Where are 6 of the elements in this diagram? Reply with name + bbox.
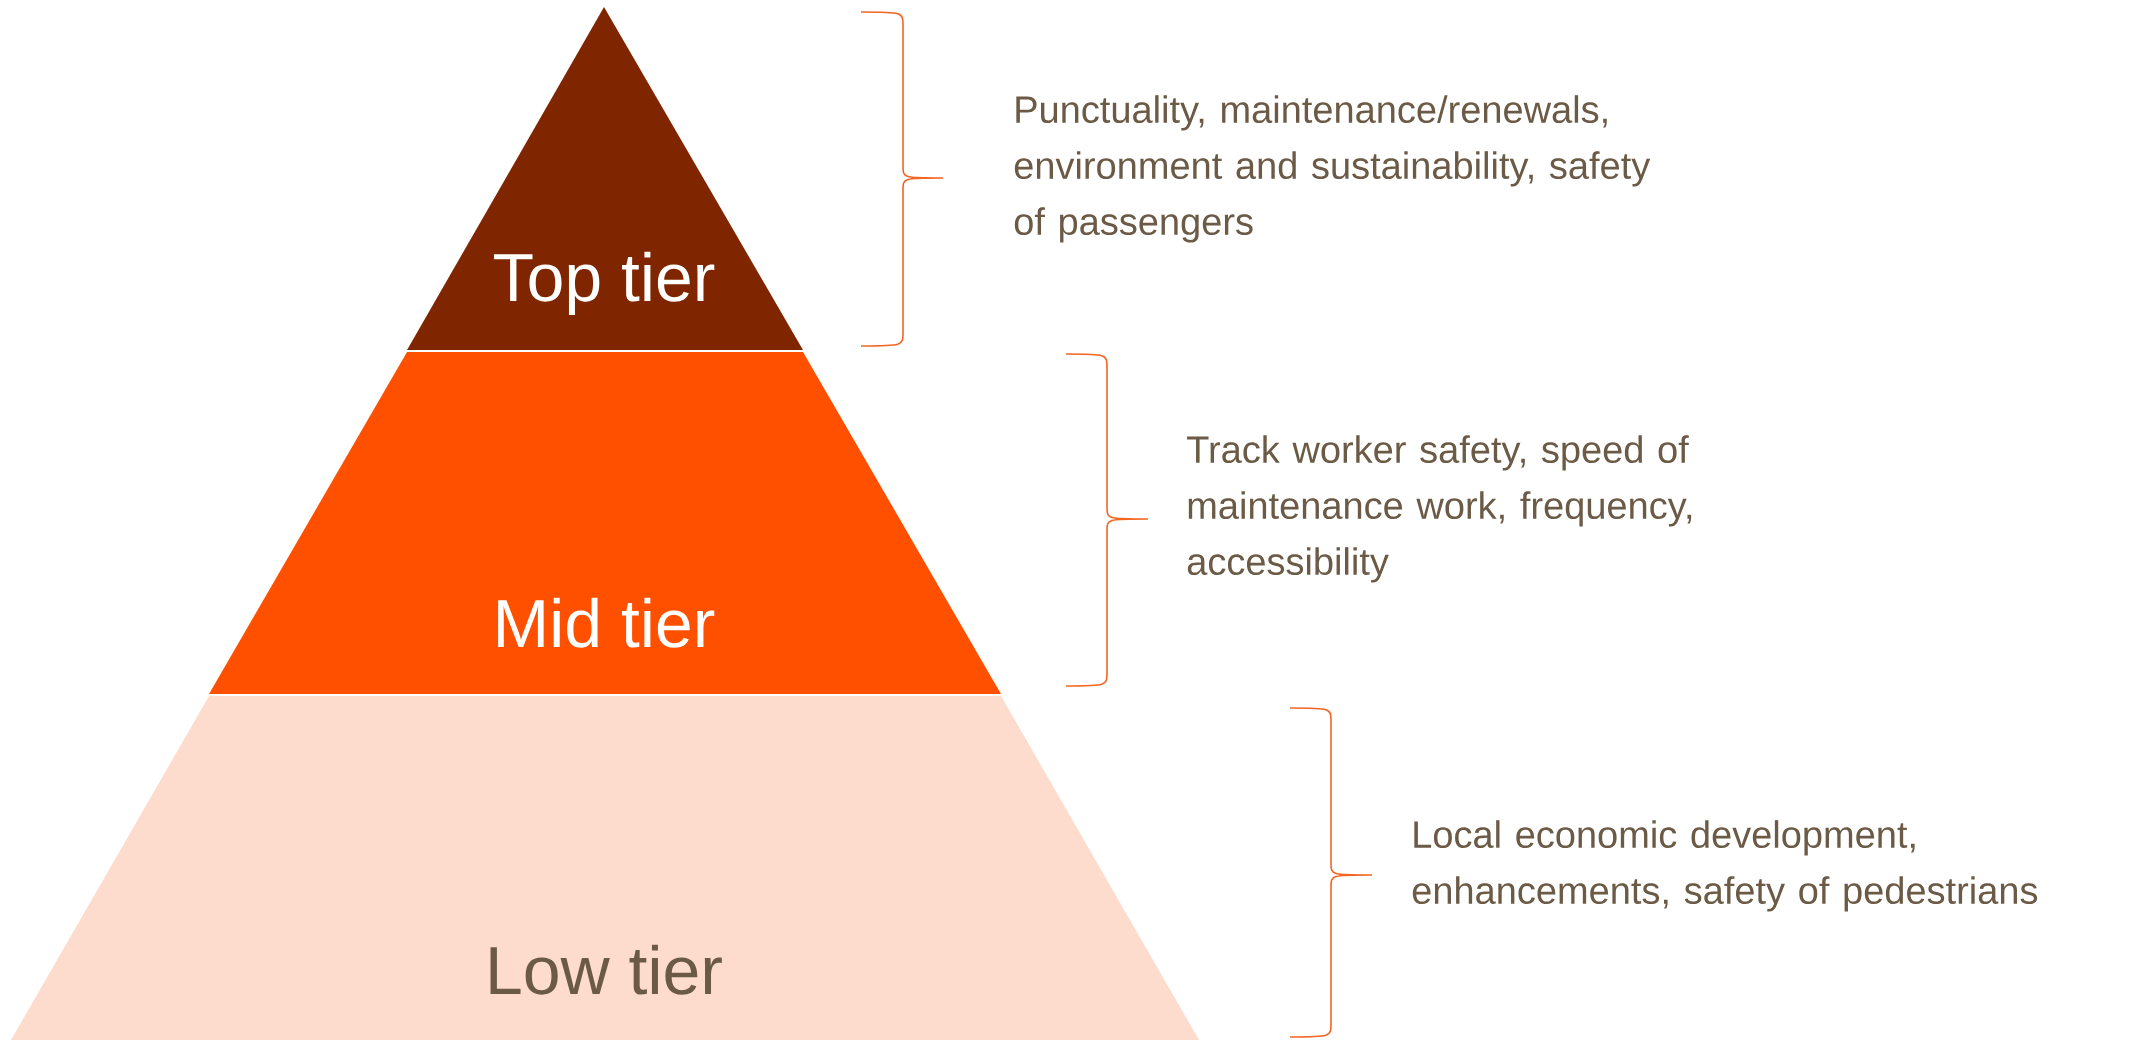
pyramid-tier: Low tier: [11, 696, 1199, 1040]
pyramid-tier: Mid tier: [209, 352, 1001, 694]
pyramid-tier: Top tier: [407, 7, 803, 350]
description-text: Local economic development, enhancements, safety of pedestrians: [1412, 820, 2038, 912]
description-text: Track worker safety, speed of maintenance work, frequency, accessibility: [1187, 435, 1692, 583]
description-text: Punctuality, maintenance/renewals, environment and sustainability, safety of passengers: [1014, 95, 1651, 243]
